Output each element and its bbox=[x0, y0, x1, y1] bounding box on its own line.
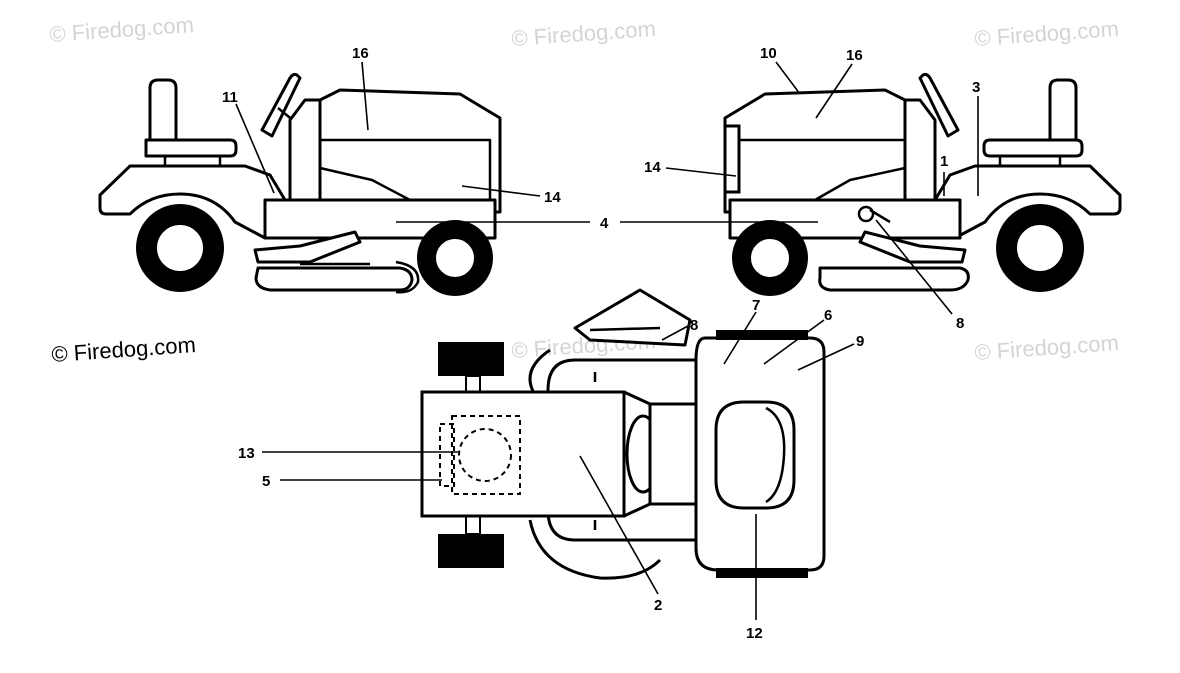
callout-5: 5 bbox=[262, 473, 270, 490]
callout-12: 12 bbox=[746, 625, 763, 642]
callout-16-right: 16 bbox=[846, 47, 863, 64]
callout-8-right: 8 bbox=[956, 315, 964, 332]
callout-3: 3 bbox=[972, 79, 980, 96]
callout-4: 4 bbox=[600, 215, 609, 232]
callout-8-top: 8 bbox=[690, 317, 698, 334]
watermark-top-right: © Firedog.com bbox=[974, 16, 1120, 51]
tractor-top-view bbox=[420, 288, 826, 580]
callout-14-right: 14 bbox=[644, 159, 661, 176]
callout-9: 9 bbox=[856, 333, 864, 350]
callout-13: 13 bbox=[238, 445, 255, 462]
tractor-right-side-view bbox=[723, 72, 1122, 296]
leader-lines bbox=[235, 61, 979, 620]
callout-7: 7 bbox=[752, 297, 760, 314]
callout-labels: 16 11 14 4 10 16 3 1 14 8 8 7 6 9 13 5 2… bbox=[222, 45, 980, 642]
callout-16-left: 16 bbox=[352, 45, 369, 62]
watermark-mid-left: © Firedog.com bbox=[51, 332, 197, 367]
callout-14-left: 14 bbox=[544, 189, 561, 206]
tractor-left-side-view bbox=[98, 72, 502, 296]
callout-1: 1 bbox=[940, 153, 948, 170]
watermark-top-center: © Firedog.com bbox=[511, 16, 657, 51]
callout-10: 10 bbox=[760, 45, 777, 62]
watermark-mid-right: © Firedog.com bbox=[974, 330, 1120, 365]
callout-2: 2 bbox=[654, 597, 662, 614]
callout-11: 11 bbox=[222, 89, 238, 106]
callout-6: 6 bbox=[824, 307, 832, 324]
watermark-top-left: © Firedog.com bbox=[49, 12, 195, 47]
